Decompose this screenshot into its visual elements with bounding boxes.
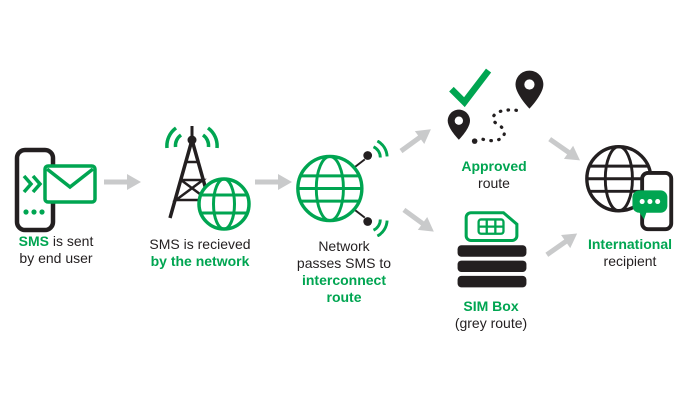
radio-tower-globe-icon (148, 122, 253, 239)
arrow-icon-merge-bottom (539, 225, 586, 268)
interconnect-label-line4: route (326, 289, 362, 305)
recipient-label-line2: recipient (603, 253, 657, 269)
arrow-icon-branch-down (393, 201, 440, 245)
simbox-label: SIM Box (grey route) (426, 298, 556, 332)
sender-label-rest: is sent (48, 233, 94, 249)
globe-signal-icon (293, 139, 390, 242)
sender-label-line1: SMS is sent (0, 233, 112, 250)
arrow-icon-2 (253, 172, 293, 197)
network-label-line2: by the network (150, 253, 250, 269)
arrow-icon-merge-top (539, 130, 586, 173)
check-map-route-icon (444, 60, 548, 153)
arrow-icon-1 (102, 172, 142, 197)
interconnect-label: Network passes SMS to interconnect route (282, 238, 406, 306)
sender-label-line2: by end user (19, 250, 93, 266)
phone-sms-icon (12, 146, 100, 239)
network-label: SMS is recieved by the network (130, 236, 270, 270)
simbox-label-line1: SIM Box (463, 298, 519, 314)
arrow-icon-branch-up (393, 121, 440, 165)
simbox-label-line2: (grey route) (454, 315, 528, 331)
sender-label-green: SMS (18, 233, 49, 249)
approved-label: Approved route (434, 158, 554, 192)
interconnect-label-line1: Network (318, 238, 370, 254)
globe-phone-chat-icon (582, 138, 679, 240)
approved-label-line1: Approved (461, 158, 527, 174)
sender-label: SMS is sent by end user (0, 233, 112, 267)
interconnect-label-line2: passes SMS to (296, 255, 392, 271)
approved-label-line2: route (478, 175, 510, 191)
sim-stack-icon (448, 208, 536, 299)
recipient-label-line1: International (587, 236, 672, 252)
recipient-label: International recipient (560, 236, 700, 270)
network-label-line1: SMS is recieved (149, 236, 251, 252)
interconnect-label-line3: interconnect (301, 272, 386, 288)
